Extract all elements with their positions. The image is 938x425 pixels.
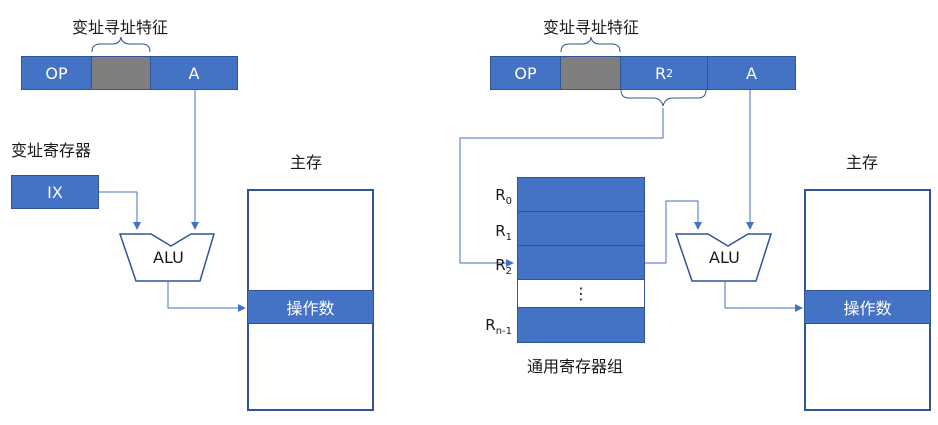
ellipsis-glyph: ⋮ <box>573 284 589 303</box>
reg-to-alu-line <box>645 200 702 264</box>
instr-field-addr-right: A <box>707 56 796 90</box>
alu-to-operand-line-right <box>724 281 803 312</box>
reg-field-brace <box>620 89 707 107</box>
memory-title-left: 主存 <box>290 153 323 172</box>
register-label-rn-1: Rn-1 <box>485 316 512 337</box>
ix-to-alu-line <box>98 191 141 230</box>
register-r0 <box>517 177 645 212</box>
instr-field-op-left: OP <box>21 56 92 90</box>
instr-field-op-right: OP <box>490 56 561 90</box>
register-rn-1 <box>517 307 645 343</box>
alu-label-left: ALU <box>153 248 184 267</box>
reg-select-line <box>459 108 664 267</box>
feature-label-right: 变址寻址特征 <box>543 18 640 37</box>
register-r2 <box>517 245 645 280</box>
index-register: IX <box>11 175 99 209</box>
register-ellipsis: ⋮ <box>517 279 645 308</box>
feature-label-left: 变址寻址特征 <box>72 18 169 37</box>
register-label-r0: R0 <box>495 186 512 207</box>
register-r1 <box>517 211 645 246</box>
instr-field-mode-right <box>560 56 621 90</box>
instr-field-mode-left <box>91 56 151 90</box>
register-group-title: 通用寄存器组 <box>527 357 624 376</box>
feature-brace-left <box>91 36 151 53</box>
alu-shape-left <box>118 233 216 282</box>
register-label-r1: R1 <box>495 222 512 243</box>
alu-to-operand-line-left <box>167 281 246 312</box>
reg-field-sub: 2 <box>666 66 674 80</box>
instr-field-addr-left: A <box>150 56 238 90</box>
operand-cell-left: 操作数 <box>247 290 374 324</box>
operand-cell-right: 操作数 <box>804 290 931 324</box>
reg-field-base: R <box>654 63 667 83</box>
alu-shape-right <box>674 233 773 282</box>
alu-label-right: ALU <box>709 248 740 267</box>
index-register-title: 变址寄存器 <box>11 141 92 160</box>
memory-title-right: 主存 <box>846 153 879 172</box>
feature-brace-right <box>560 36 621 53</box>
register-label-r2: R2 <box>495 256 512 277</box>
